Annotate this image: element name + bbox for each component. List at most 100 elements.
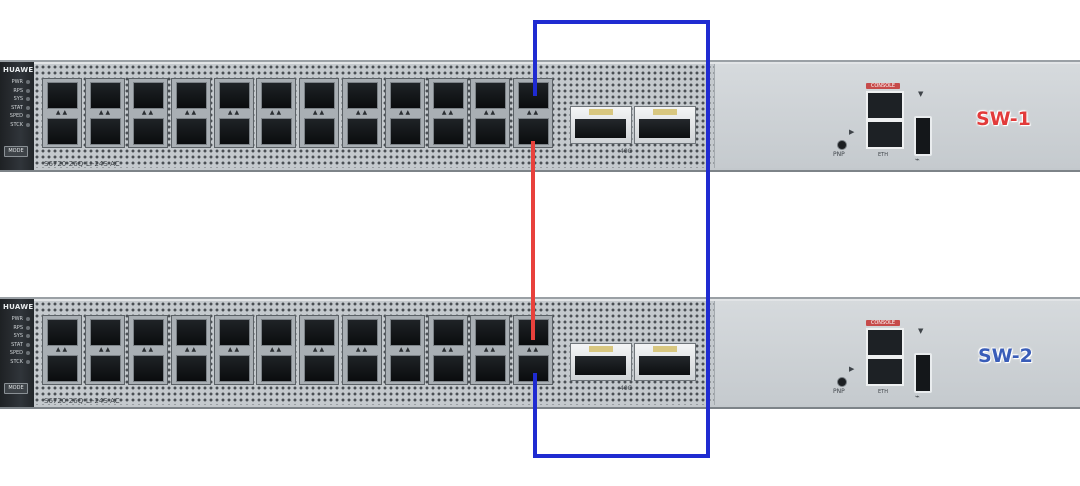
led-indicator [26, 334, 30, 339]
sfp-port-15[interactable] [347, 319, 378, 346]
sfp-port-6[interactable] [133, 355, 164, 382]
sfp-port-24[interactable] [518, 355, 549, 382]
sfp-port-21[interactable] [475, 319, 506, 346]
qsfp-port-1[interactable] [570, 106, 632, 144]
port-arrows: ▲ ▲ [227, 346, 240, 353]
qsfp-socket [575, 356, 626, 375]
qsfp-port-2[interactable] [634, 343, 696, 381]
led-rps: RPS [4, 324, 30, 333]
sfp-port-22[interactable] [475, 355, 506, 382]
sfp-port-14[interactable] [304, 118, 335, 145]
port-arrows: ▲ ▲ [441, 346, 454, 353]
sfp-port-9[interactable] [219, 319, 250, 346]
port-arrows: ▲ ▲ [312, 346, 325, 353]
led-label: SYS [13, 96, 23, 103]
port-arrows: ▲ ▲ [227, 109, 240, 116]
sfp-bay-11: ▲ ▲ [470, 78, 510, 148]
sfp-port-23[interactable] [518, 319, 549, 346]
port-arrows: ▲ ▲ [141, 346, 154, 353]
model-label: S6720-26Q-LI-24S-AC [44, 397, 120, 405]
sfp-port-17[interactable] [390, 319, 421, 346]
led-indicator [26, 359, 30, 364]
port-arrows: ▲ ▲ [98, 109, 111, 116]
port-arrows: ▲ ▲ [526, 346, 539, 353]
port-arrows: ▲ ▲ [483, 109, 496, 116]
console-port[interactable] [866, 328, 904, 357]
led-indicator [26, 351, 30, 356]
sfp-port-17[interactable] [390, 82, 421, 109]
sfp-port-5[interactable] [133, 319, 164, 346]
sfp-port-24[interactable] [518, 118, 549, 145]
usb-icon: ⌁ [915, 155, 920, 164]
sfp-port-13[interactable] [304, 82, 335, 109]
sfp-port-4[interactable] [90, 118, 121, 145]
mode-button[interactable]: MODE [4, 146, 28, 157]
led-stat: STAT [4, 341, 30, 350]
sfp-port-11[interactable] [261, 319, 292, 346]
led-sys: SYS [4, 332, 30, 341]
sfp-port-8[interactable] [176, 118, 207, 145]
led-indicator [26, 105, 30, 110]
sfp-bay-4: ▲ ▲ [171, 78, 211, 148]
sfp-port-10[interactable] [219, 355, 250, 382]
sfp-port-11[interactable] [261, 82, 292, 109]
port-arrows: ▲ ▲ [483, 346, 496, 353]
sfp-port-16[interactable] [347, 118, 378, 145]
sfp-port-5[interactable] [133, 82, 164, 109]
led-label: STCK [10, 358, 23, 365]
sfp-port-15[interactable] [347, 82, 378, 109]
uplink-speed-label: 40G [620, 385, 633, 392]
sfp-port-1[interactable] [47, 82, 78, 109]
sfp-port-22[interactable] [475, 118, 506, 145]
sfp-port-18[interactable] [390, 355, 421, 382]
eth-port[interactable] [866, 357, 904, 386]
brand-logo: HUAWEI [3, 303, 37, 311]
sfp-port-23[interactable] [518, 82, 549, 109]
sfp-port-12[interactable] [261, 355, 292, 382]
sfp-port-20[interactable] [433, 118, 464, 145]
sfp-port-6[interactable] [133, 118, 164, 145]
sfp-bay-1: ▲ ▲ [42, 78, 82, 148]
sfp-port-19[interactable] [433, 319, 464, 346]
eth-port[interactable] [866, 120, 904, 149]
console-port[interactable] [866, 91, 904, 120]
sfp-port-3[interactable] [90, 82, 121, 109]
sfp-port-3[interactable] [90, 319, 121, 346]
sfp-port-8[interactable] [176, 355, 207, 382]
led-indicator [26, 88, 30, 93]
sfp-bay-10: ▲ ▲ [428, 78, 468, 148]
sfp-bay-4: ▲ ▲ [171, 315, 211, 385]
pnp-button[interactable] [837, 377, 847, 387]
qsfp-pull-tab [653, 109, 677, 115]
sfp-port-2[interactable] [47, 355, 78, 382]
qsfp-socket [639, 356, 690, 375]
sfp-port-7[interactable] [176, 82, 207, 109]
indicator-triangle: ▼ [918, 327, 924, 335]
sfp-port-18[interactable] [390, 118, 421, 145]
sfp-port-13[interactable] [304, 319, 335, 346]
usb-port[interactable] [914, 353, 932, 393]
brand-logo: HUAWEI [3, 66, 37, 74]
sfp-port-9[interactable] [219, 82, 250, 109]
sfp-port-14[interactable] [304, 355, 335, 382]
led-label: SPED [9, 113, 23, 120]
sfp-port-20[interactable] [433, 355, 464, 382]
indicator-triangle: ▼ [918, 90, 924, 98]
mode-button[interactable]: MODE [4, 383, 28, 394]
sfp-port-1[interactable] [47, 319, 78, 346]
sfp-port-4[interactable] [90, 355, 121, 382]
sfp-port-2[interactable] [47, 118, 78, 145]
sfp-port-19[interactable] [433, 82, 464, 109]
sfp-port-16[interactable] [347, 355, 378, 382]
pnp-button[interactable] [837, 140, 847, 150]
sfp-port-7[interactable] [176, 319, 207, 346]
led-pwr: PWR [4, 315, 30, 324]
usb-port[interactable] [914, 116, 932, 156]
sfp-port-12[interactable] [261, 118, 292, 145]
sfp-port-21[interactable] [475, 82, 506, 109]
qsfp-port-1[interactable] [570, 343, 632, 381]
sfp-port-10[interactable] [219, 118, 250, 145]
qsfp-port-2[interactable] [634, 106, 696, 144]
